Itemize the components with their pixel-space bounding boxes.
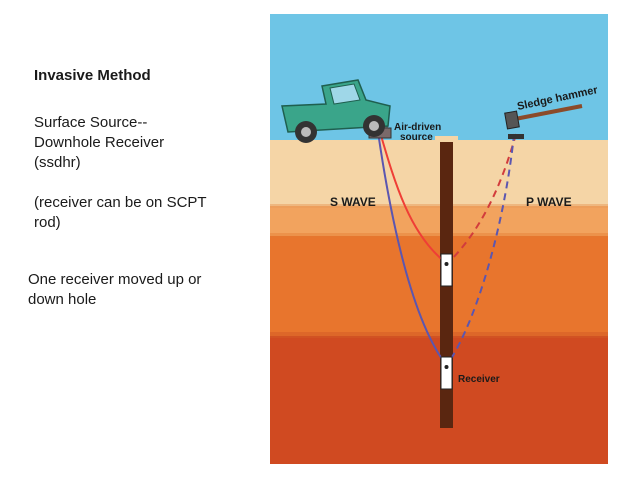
downhole-diagram: Sledge hammer Air-driven source S WAVE P… [270,14,608,464]
s-wave-path-lower [377,131,445,363]
s-wave-path-upper [379,131,446,263]
p-wave-path-upper [448,133,517,263]
s-wave-label: S WAVE [330,195,376,209]
p-wave-label: P WAVE [526,195,572,209]
truck-icon [281,79,391,143]
receiver-icon-upper [440,253,453,287]
soil-layer-top [270,140,608,206]
receiver-note: (receiver can be on SCPT rod) [34,193,244,233]
borehole-collar [435,136,458,142]
soil-layer-2 [270,206,608,236]
slide-title: Invasive Method [34,67,151,84]
soil-layer-4 [270,336,608,464]
receiver-icon [440,356,453,390]
downhole-diagram-svg: Sledge hammer Air-driven source S WAVE P… [270,14,608,464]
method-line-2: Downhole Receiver [34,134,165,151]
receiver-label: Receiver [458,374,500,385]
layer-boundary-2 [270,233,608,238]
air-driven-source-label: source [400,132,433,143]
sledge-hammer-icon [504,104,583,139]
receiver-note-line-1: (receiver can be on SCPT [34,194,207,211]
layer-boundary-3 [270,332,608,338]
receiver-note-line-2: rod) [34,214,61,231]
moving-receiver-line-1: One receiver moved up or [28,271,202,288]
soil-layer-3 [270,236,608,336]
layer-boundary-1 [270,204,608,208]
air-driven-label: Air-driven [394,122,441,133]
method-description: Surface Source-- Downhole Receiver (ssdh… [34,113,234,173]
moving-receiver-line-2: down hole [28,291,97,308]
method-line-3: (ssdhr) [34,154,81,171]
method-line-1: Surface Source-- [34,114,148,131]
moving-receiver-note: One receiver moved up or down hole [28,270,243,310]
